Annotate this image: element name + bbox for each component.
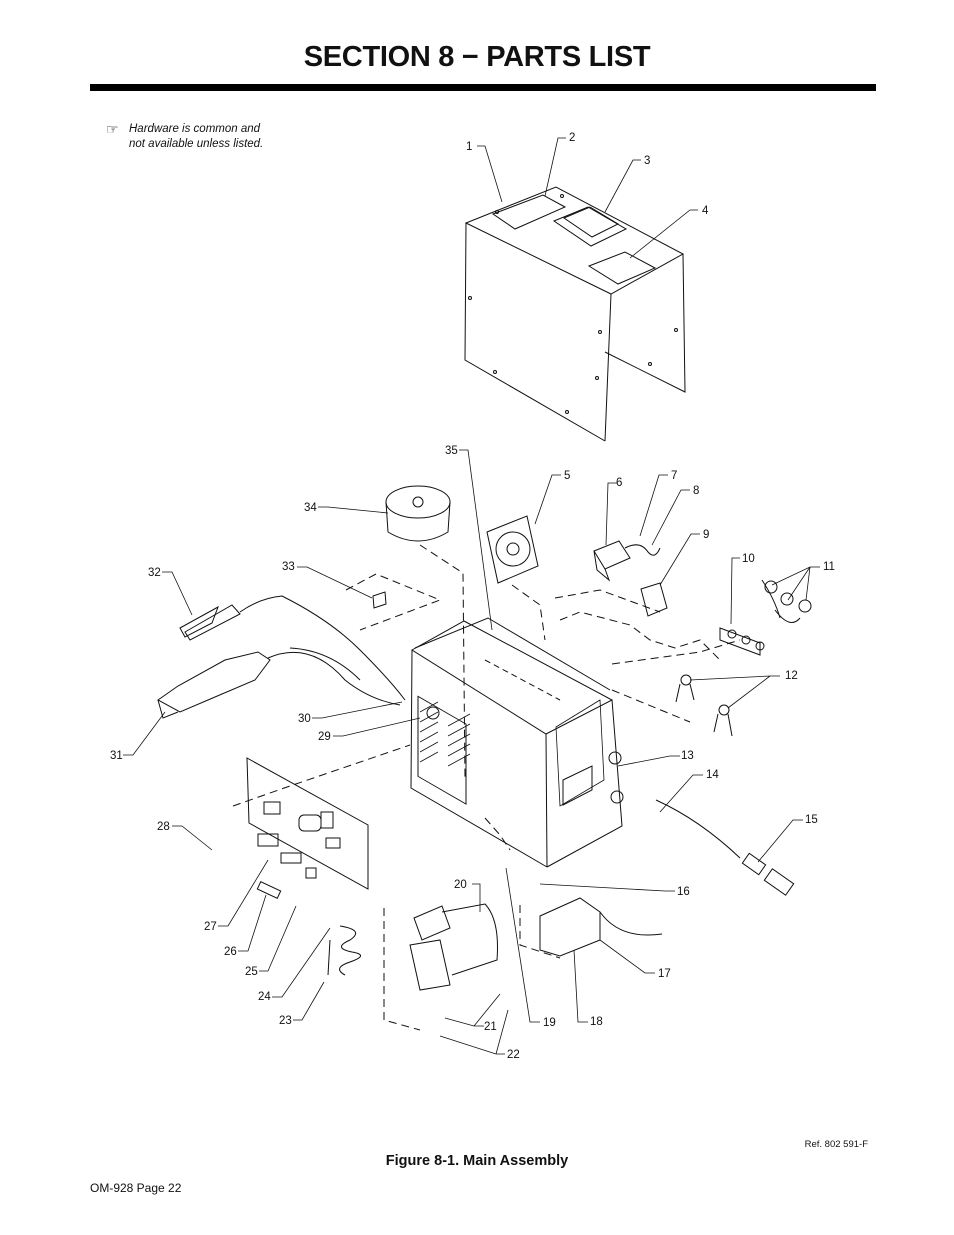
callout-13: 13 [681, 750, 694, 762]
pointing-hand-icon: ☞ [106, 121, 119, 137]
callout-18: 18 [590, 1016, 603, 1028]
compressor-drawing [409, 897, 663, 991]
callout-9: 9 [703, 529, 709, 541]
callout-25: 25 [245, 966, 258, 978]
control-board-drawing [246, 757, 369, 890]
leader-lines [123, 137, 820, 1055]
callout-10: 10 [742, 553, 755, 565]
page-title: SECTION 8 − PARTS LIST [303, 41, 651, 73]
electrical-parts-drawing [593, 540, 812, 737]
callout-19: 19 [543, 1017, 556, 1029]
figure-caption: Figure 8-1. Main Assembly [385, 1153, 569, 1169]
note-line-1: Hardware is common and [129, 123, 261, 135]
callout-21: 21 [484, 1021, 497, 1033]
callout-20: 20 [454, 879, 467, 891]
callout-35: 35 [445, 445, 458, 457]
callout-15: 15 [805, 814, 818, 826]
callout-11: 11 [823, 561, 835, 573]
callout-24: 24 [258, 991, 271, 1003]
fan-drawing [385, 485, 539, 584]
base-chassis-drawing [410, 617, 624, 868]
callout-1: 1 [466, 141, 472, 153]
callout-31: 31 [110, 750, 123, 762]
top-cover-drawing [464, 186, 686, 442]
callout-22: 22 [507, 1049, 520, 1061]
page-footer: OM-928 Page 22 [90, 1181, 182, 1195]
callout-29: 29 [318, 731, 331, 743]
note-line-2: not available unless listed. [129, 138, 264, 150]
callout-5: 5 [564, 470, 570, 482]
callout-23: 23 [279, 1015, 292, 1027]
callout-2: 2 [569, 132, 575, 144]
callout-16: 16 [677, 886, 690, 898]
callout-labels: 1 2 3 4 5 6 7 8 9 10 11 12 13 14 15 16 1… [110, 132, 835, 1061]
callout-8: 8 [693, 485, 699, 497]
title-rule [90, 84, 876, 91]
misc-parts-drawing [256, 591, 795, 976]
torch-and-clamp-drawing [157, 595, 406, 719]
callout-34: 34 [304, 502, 317, 514]
callout-3: 3 [644, 155, 650, 167]
callout-32: 32 [148, 567, 161, 579]
callout-33: 33 [282, 561, 295, 573]
callout-12: 12 [785, 670, 798, 682]
assembly-lines [232, 544, 741, 1031]
callout-30: 30 [298, 713, 311, 725]
callout-26: 26 [224, 946, 237, 958]
hardware-note: ☞ Hardware is common and not available u… [106, 122, 263, 152]
callout-6: 6 [616, 477, 622, 489]
callout-4: 4 [702, 205, 709, 217]
reference-number: Ref. 802 591-F [804, 1139, 868, 1150]
callout-7: 7 [671, 470, 677, 482]
callout-28: 28 [157, 821, 170, 833]
callout-27: 27 [204, 921, 217, 933]
callout-14: 14 [706, 769, 719, 781]
callout-17: 17 [658, 968, 671, 980]
